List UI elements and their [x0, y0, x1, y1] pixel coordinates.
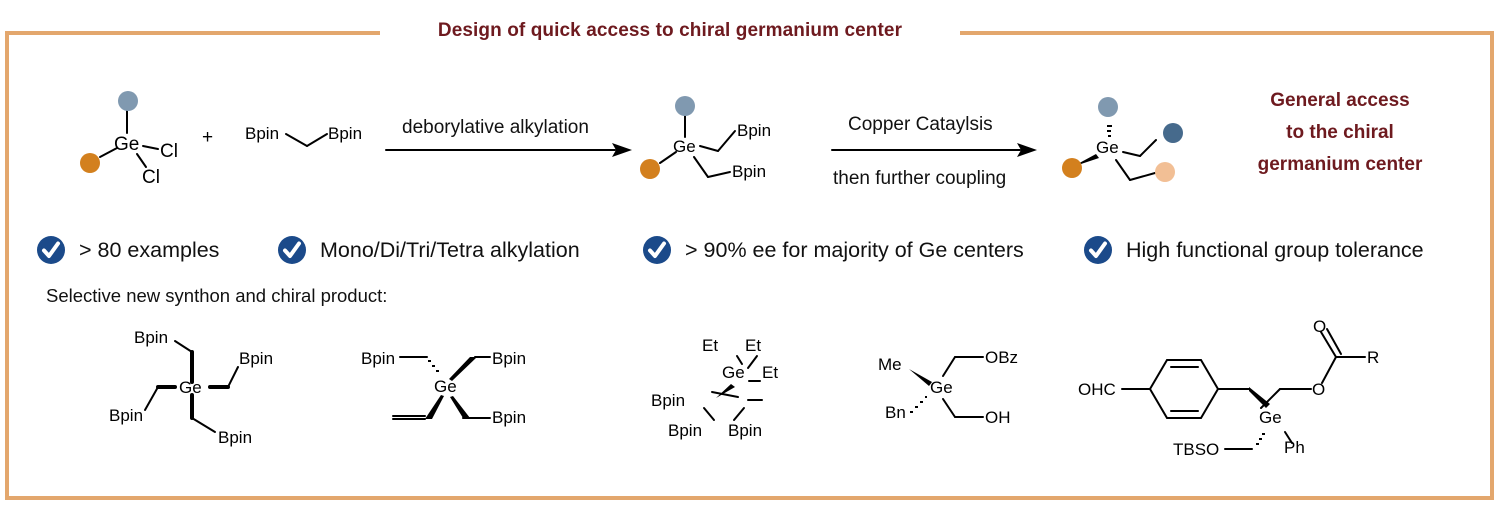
atom-ge: Ge — [179, 378, 202, 397]
frame-bottom — [5, 496, 1494, 500]
atom-o-ester: O — [1312, 380, 1325, 399]
product-2-structure — [392, 355, 763, 421]
atom-ge: Ge — [930, 378, 953, 397]
plus-sign: + — [202, 127, 213, 148]
check-circle-icon — [37, 236, 65, 264]
feature-text: High functional group tolerance — [1126, 237, 1424, 262]
group-bpin: Bpin — [728, 421, 762, 440]
atom-cl: Cl — [142, 167, 160, 188]
substituent-dot-slate — [675, 96, 695, 116]
feature-item: > 80 examples — [36, 233, 219, 267]
wedge-bond — [909, 369, 932, 386]
group-bpin: Bpin — [732, 162, 766, 181]
group-bpin: Bpin — [737, 121, 771, 140]
wedge-bond — [449, 357, 477, 381]
substituent-dot-peach — [1155, 162, 1175, 182]
substituent-dot-orange — [1062, 158, 1082, 178]
group-obz: OBz — [985, 348, 1018, 367]
hashed-bond — [1107, 125, 1112, 137]
group-bpin: Bpin — [361, 349, 395, 368]
atom-ge: Ge — [114, 134, 139, 155]
step1-label: deborylative alkylation — [402, 117, 589, 138]
arrowhead-2 — [1017, 143, 1037, 157]
general-access-text: General access to the chiral germanium c… — [1230, 85, 1450, 181]
wedge-bond — [1249, 387, 1270, 408]
group-et: Et — [702, 336, 718, 355]
group-et: Et — [762, 363, 778, 382]
hashed-bond — [1256, 433, 1265, 445]
feature-item: Mono/Di/Tri/Tetra alkylation — [277, 233, 580, 267]
wedge-bond — [450, 396, 470, 418]
substituent-dot-orange — [640, 159, 660, 179]
product-1-structure — [144, 340, 239, 433]
feature-item: > 90% ee for majority of Ge centers — [642, 233, 1024, 267]
general-access-line-1: General access — [1270, 90, 1410, 111]
arrowhead-1 — [612, 143, 632, 157]
group-bpin: Bpin — [492, 408, 526, 427]
frame-top-left — [5, 31, 380, 35]
hashed-bond — [910, 396, 927, 413]
reactant-bis-boryl-methane — [285, 133, 328, 147]
atom-cl: Cl — [160, 141, 178, 162]
wedge-bond — [716, 384, 735, 398]
group-et: Et — [745, 336, 761, 355]
frame-left — [5, 31, 9, 500]
product-5-structure — [1121, 328, 1366, 450]
group-bpin: Bpin — [134, 328, 168, 347]
group-oh: OH — [985, 408, 1011, 427]
reactant-germanium-dichloride — [99, 107, 159, 168]
atom-ge: Ge — [673, 137, 696, 156]
product-4-structure — [942, 356, 984, 418]
group-me: Me — [878, 355, 902, 374]
substituent-dot-navy — [1163, 123, 1183, 143]
general-access-line-3: germanium center — [1257, 154, 1423, 175]
group-bn: Bn — [885, 403, 906, 422]
general-access-line-2: to the chiral — [1286, 122, 1394, 143]
feature-item: High functional group tolerance — [1083, 233, 1424, 267]
check-circle-icon — [1084, 236, 1112, 264]
group-bpin: Bpin — [109, 406, 143, 425]
check-circle-icon — [643, 236, 671, 264]
wedge-bond — [425, 395, 444, 419]
subheading: Selective new synthon and chiral product… — [46, 285, 388, 306]
atom-o-carbonyl: O — [1313, 317, 1326, 336]
substituent-dot-slate — [118, 91, 138, 111]
group-bpin: Bpin — [668, 421, 702, 440]
feature-text: > 90% ee for majority of Ge centers — [685, 237, 1024, 262]
atom-ge: Ge — [434, 377, 457, 396]
atom-ge: Ge — [1259, 408, 1282, 427]
frame-right — [1490, 31, 1494, 500]
substituent-dot-slate — [1098, 97, 1118, 117]
group-bpin: Bpin — [239, 349, 273, 368]
group-ohc: OHC — [1078, 380, 1116, 399]
group-tbso: TBSO — [1173, 440, 1219, 459]
step2-label-bottom: then further coupling — [833, 168, 1007, 189]
group-bpin: Bpin — [245, 124, 279, 143]
step2-label-top: Copper Cataylsis — [848, 114, 993, 135]
group-bpin: Bpin — [492, 349, 526, 368]
group-bpin: Bpin — [218, 428, 252, 447]
group-r: R — [1367, 348, 1379, 367]
substituent-dot-orange — [80, 153, 100, 173]
atom-ge: Ge — [722, 363, 745, 382]
group-bpin: Bpin — [328, 124, 362, 143]
group-bpin: Bpin — [651, 391, 685, 410]
intermediate-structure — [659, 112, 736, 178]
check-circle-icon — [278, 236, 306, 264]
page-title: Design of quick access to chiral germani… — [437, 20, 903, 41]
feature-text: Mono/Di/Tri/Tetra alkylation — [320, 237, 580, 262]
hashed-bond — [428, 360, 439, 372]
product-structure — [1115, 139, 1157, 181]
feature-text: > 80 examples — [79, 237, 220, 262]
group-ph: Ph — [1284, 438, 1305, 457]
atom-ge: Ge — [1096, 138, 1119, 157]
frame-top-right — [960, 31, 1494, 35]
